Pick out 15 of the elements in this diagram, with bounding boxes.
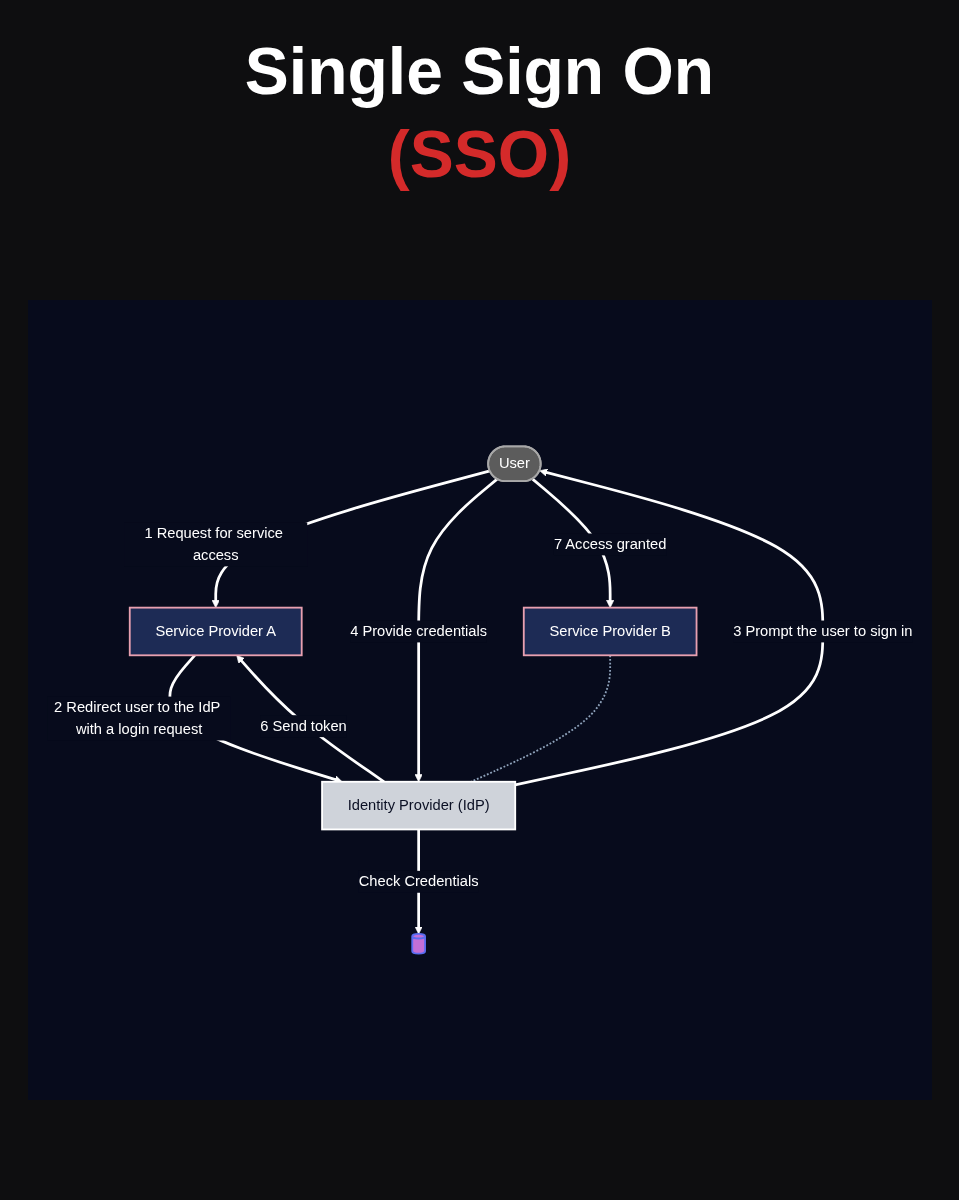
edge-label: 3 Prompt the user to sign in: [733, 623, 913, 639]
node-box: Service Provider B: [522, 606, 698, 657]
node-box: Service Provider A: [128, 606, 303, 657]
edge-label: 6 Send token: [260, 718, 347, 734]
edge-label: 1 Request for service access: [144, 525, 283, 563]
title: Single Sign On (SSO): [243, 33, 716, 193]
edge-label: 4 Provide credentials: [350, 623, 488, 639]
node-box: Identity Provider (IdP): [321, 780, 517, 831]
arrow: [514, 468, 825, 787]
arrow: [236, 654, 385, 783]
edge-label: Check Credentials: [358, 873, 479, 889]
edge-label: 2 Redirect user to the IdP with a login request: [54, 699, 221, 737]
edge-label: 7 Access granted: [553, 536, 667, 552]
node-cylinder: [411, 933, 426, 955]
arrow: [414, 478, 498, 783]
